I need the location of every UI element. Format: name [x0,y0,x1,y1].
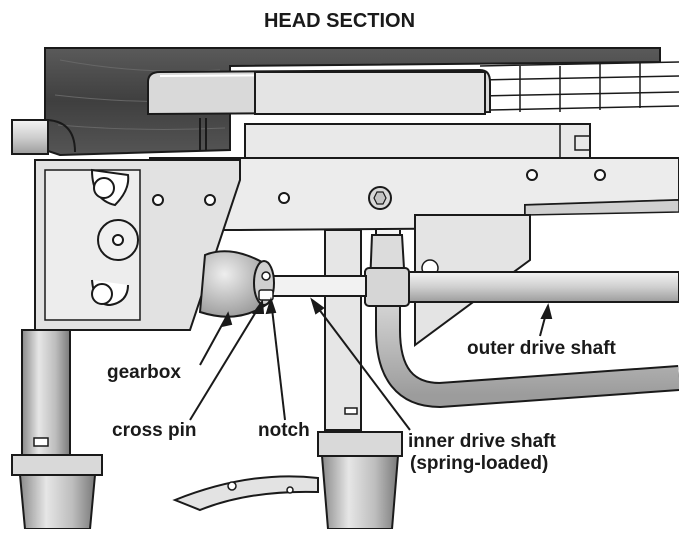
inner-drive-shaft-note: (spring-loaded) [410,453,549,474]
center-post [324,229,362,431]
gearbox [198,250,275,318]
cross-pin-leader [189,301,263,421]
top-grid [479,61,679,112]
gearbox-arrowhead [220,311,233,328]
outer-drive-shaft-label: outer drive shaft [467,338,616,359]
inner-drive-shaft-label: inner drive shaft [408,431,556,452]
leader-lines [189,296,553,431]
diagram-title: HEAD SECTION [263,10,416,32]
bracket-plate [34,159,241,331]
notch-arrowhead [265,296,277,315]
cross-pin-label: cross pin [112,420,197,441]
upper-rail [199,118,591,161]
notch-leader [270,299,286,421]
deck-platform [147,68,491,116]
inner-shaft-leader [311,299,411,431]
inner-shaft-arrowhead [310,297,325,315]
center-caster [172,431,403,530]
outer-shaft-arrowhead [540,303,553,319]
left-tube [11,119,76,155]
gearbox-label: gearbox [107,362,181,383]
left-leg [11,329,103,530]
outer-drive-shaft [364,267,679,307]
cross-pin-arrowhead [252,299,265,314]
inner-drive-shaft [261,275,367,297]
notch-label: notch [258,420,310,441]
